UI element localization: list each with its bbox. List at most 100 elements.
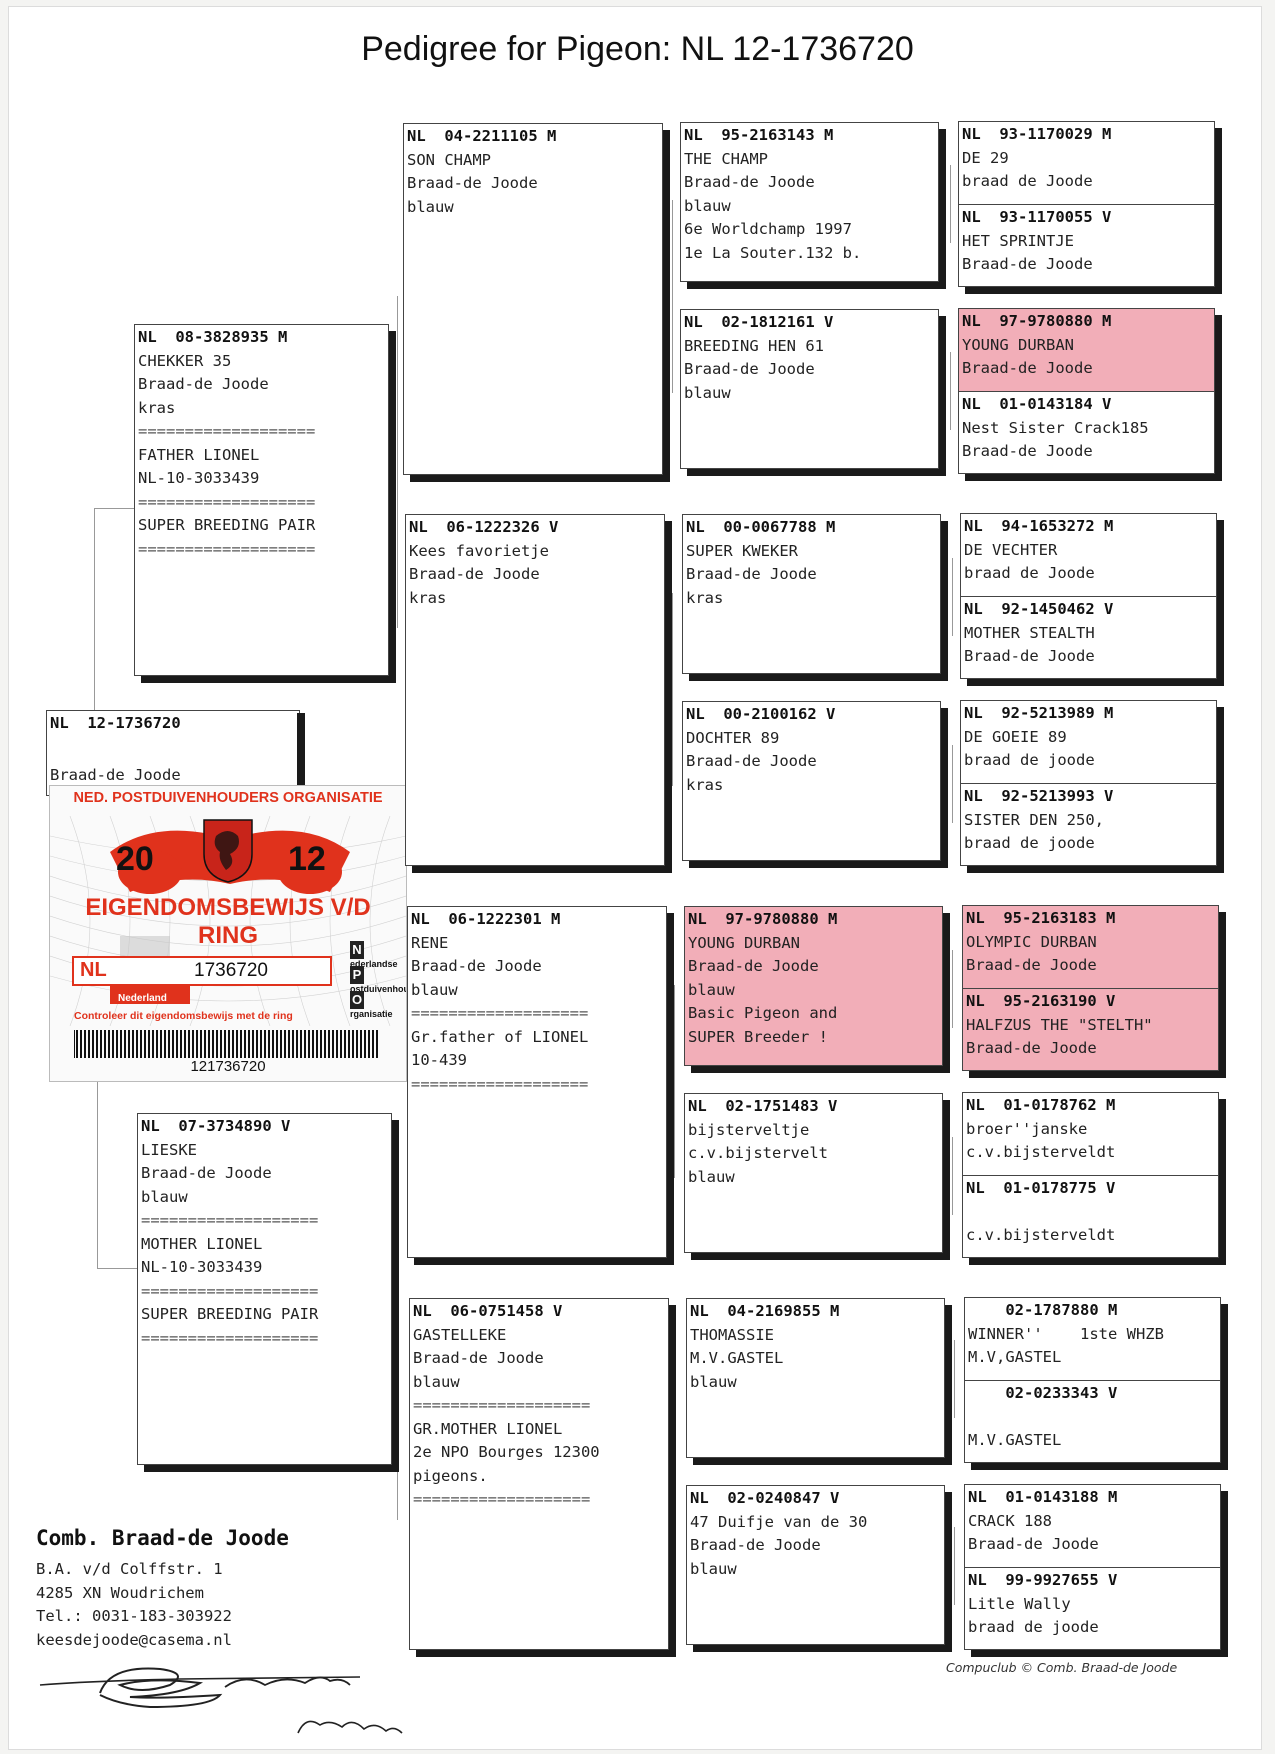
software-credit: Compuclub © Comb. Braad-de Joode <box>946 1660 1178 1675</box>
pedigree-line: YOUNG DURBAN <box>962 335 1074 354</box>
connector-line <box>952 745 953 823</box>
barcode-bar <box>280 1030 282 1058</box>
pedigree-line: braad de Joode <box>962 172 1093 190</box>
barcode-bar <box>172 1030 174 1058</box>
handwritten-signature <box>39 1667 403 1734</box>
pedigree-line: braad de joode <box>964 751 1095 769</box>
subject-pigeon-box: NL 12-1736720 Braad-de Joode <box>46 710 300 796</box>
pedigree-line: blauw <box>141 1187 188 1206</box>
ring-number: NL 95-2163143 M <box>684 126 834 144</box>
pedigree-line: Braad-de Joode <box>690 1536 821 1554</box>
ring-number: NL 04-2211105 M <box>407 127 557 145</box>
ring-number: NL 97-9780880 M <box>962 312 1112 330</box>
pedigree-line: Braad-de Joode <box>686 752 817 770</box>
card-decoration <box>120 936 170 956</box>
pedigree-line: kras <box>138 398 176 417</box>
barcode-bar <box>120 1030 122 1058</box>
pedigree-line: WINNER'' 1ste WHZB <box>968 1324 1164 1343</box>
ring-number: NL 04-2169855 M <box>690 1302 840 1320</box>
pedigree-line: pigeons. <box>413 1466 488 1485</box>
pedigree-line: broer''janske <box>966 1119 1088 1138</box>
pedigree-line: FATHER LIONEL <box>138 445 260 464</box>
ring-number: NL 06-1222326 V <box>409 518 559 536</box>
pedigree-line: Braad-de Joode <box>684 360 815 378</box>
pedigree-line: kras <box>686 588 724 607</box>
barcode-bar <box>324 1030 326 1058</box>
ring-number: 02-1787880 M <box>968 1301 1118 1319</box>
nederland-label: Nederland <box>118 993 167 1004</box>
separator-line: =================== <box>413 1396 591 1414</box>
breeder-street: B.A. v/d Colffstr. 1 <box>36 1560 223 1578</box>
separator-line: =================== <box>411 1004 589 1022</box>
barcode-bar <box>100 1030 102 1058</box>
ring-number: NL 02-1812161 V <box>684 313 834 331</box>
pedigree-line: Braad-de Joode <box>962 255 1093 273</box>
pedigree-line: SUPER KWEKER <box>686 541 798 560</box>
ring-number: NL 00-2100162 V <box>686 705 836 723</box>
breeder-name: Comb. Braad-de Joode <box>36 1526 289 1550</box>
barcode-bar <box>316 1030 318 1058</box>
barcode-bar <box>204 1030 206 1058</box>
barcode-bar <box>364 1030 366 1058</box>
pedigree-line: M.V.GASTEL <box>690 1349 784 1367</box>
ring-number: NL 06-0751458 V <box>413 1302 563 1320</box>
barcode-bar <box>80 1030 82 1058</box>
barcode-bar <box>192 1030 194 1058</box>
breeder-phone: Tel.: 0031-183-303922 <box>36 1607 232 1625</box>
pedigree-line: SON CHAMP <box>407 150 491 169</box>
card-year-left: 20 <box>116 840 154 878</box>
barcode-bar <box>228 1030 230 1058</box>
ring-number: NL 97-9780880 M <box>688 910 838 928</box>
breeder-email: keesdejoode@casema.nl <box>36 1630 232 1649</box>
connector-line <box>97 1075 98 1268</box>
ring-number: NL 92-5213989 M <box>964 704 1114 722</box>
pedigree-line: YOUNG DURBAN <box>688 933 800 952</box>
separator-line: =================== <box>138 422 316 440</box>
barcode-bar <box>108 1030 110 1058</box>
barcode-bar <box>164 1030 166 1058</box>
barcode-bar <box>188 1030 190 1058</box>
separator-line: =================== <box>138 492 316 511</box>
pedigree-line: kras <box>686 775 724 794</box>
pedigree-line: blauw <box>688 980 735 999</box>
pedigree-line: c.v.bijsterveldt <box>966 1143 1116 1161</box>
barcode-bar <box>84 1030 86 1058</box>
barcode-bar <box>136 1030 138 1058</box>
connector-line <box>954 1527 955 1605</box>
ring-number: NL 02-0240847 V <box>690 1489 840 1507</box>
barcode-bar <box>140 1030 142 1058</box>
separator-line: =================== <box>411 1074 589 1093</box>
barcode-bar <box>344 1030 346 1058</box>
barcode-bar <box>284 1030 286 1058</box>
connector-line <box>397 296 398 628</box>
pedigree-line: GR.MOTHER LIONEL <box>413 1419 563 1438</box>
connector-line <box>954 1340 955 1418</box>
barcode-bar <box>368 1030 370 1058</box>
pedigree-line: DE VECHTER <box>964 540 1058 559</box>
barcode-bar <box>176 1030 178 1058</box>
subject-ring: NL 12-1736720 <box>50 714 181 732</box>
ring-number: NL 07-3734890 V <box>141 1117 291 1135</box>
breeder-city: 4285 XN Woudrichem <box>36 1583 204 1602</box>
ring-number: NL 94-1653272 M <box>964 517 1114 535</box>
connector-line <box>952 950 953 1028</box>
barcode-bar <box>180 1030 182 1058</box>
pedigree-line: Braad-de Joode <box>411 957 542 975</box>
connector-line <box>952 1137 953 1215</box>
